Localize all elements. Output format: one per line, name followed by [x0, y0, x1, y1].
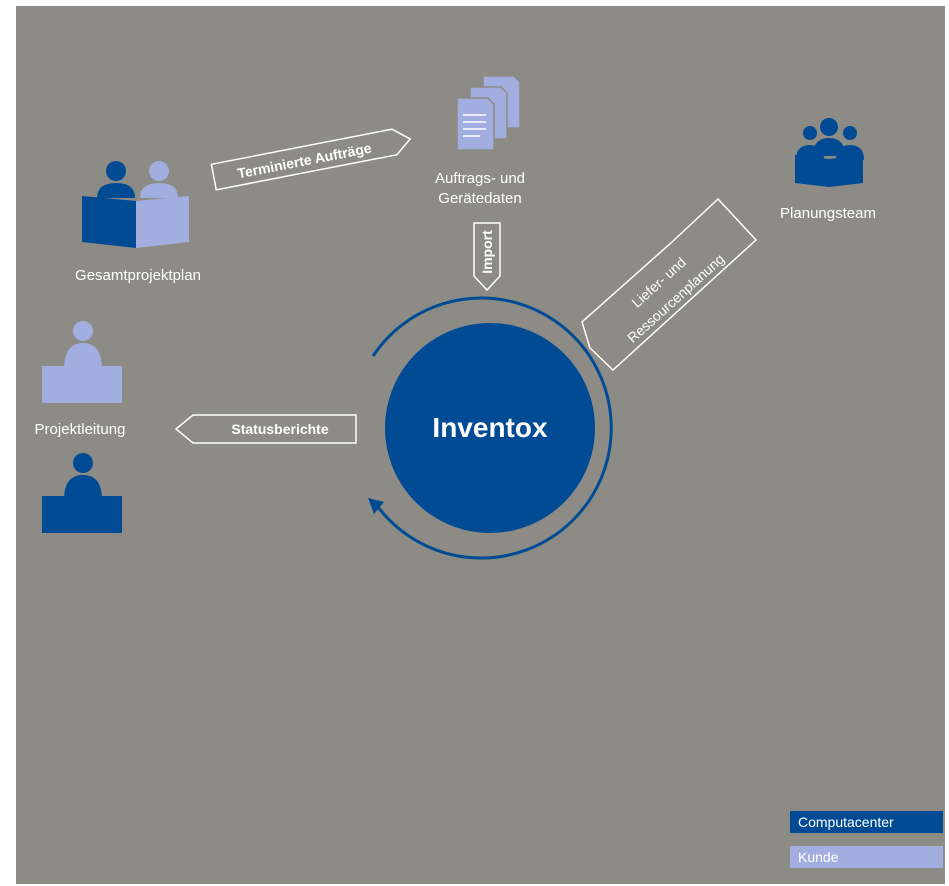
- cycle-arrowhead: [368, 498, 384, 514]
- planungsteam-label: Planungsteam: [780, 205, 876, 222]
- inventox-node: [385, 323, 595, 533]
- auftragsdaten-label-line1: Auftrags- und: [435, 170, 525, 187]
- statusberichte-label: Statusberichte: [231, 421, 328, 437]
- legend-kunde: Kunde: [790, 846, 943, 868]
- auftragsdaten-label-line2: Gerätedaten: [438, 190, 521, 207]
- documents-icon: [456, 75, 521, 151]
- legend-kunde-label: Kunde: [798, 849, 839, 865]
- import-arrow: Import: [473, 222, 501, 292]
- statusberichte-arrow: Statusberichte: [174, 414, 357, 444]
- planungsteam-icon: [795, 118, 864, 187]
- cycle-arc: [371, 296, 613, 560]
- legend-computacenter-label: Computacenter: [798, 814, 894, 830]
- import-label: Import: [479, 230, 495, 274]
- gesamtprojektplan-label: Gesamtprojektplan: [75, 267, 201, 284]
- projektleitung-kunde-icon: [42, 321, 122, 403]
- gesamtprojektplan-icon: [82, 161, 189, 248]
- projektleitung-label: Projektleitung: [35, 421, 126, 438]
- legend-computacenter: Computacenter: [790, 811, 943, 833]
- inventox-label: Inventox: [432, 412, 548, 443]
- projektleitung-computacenter-icon: [42, 453, 122, 533]
